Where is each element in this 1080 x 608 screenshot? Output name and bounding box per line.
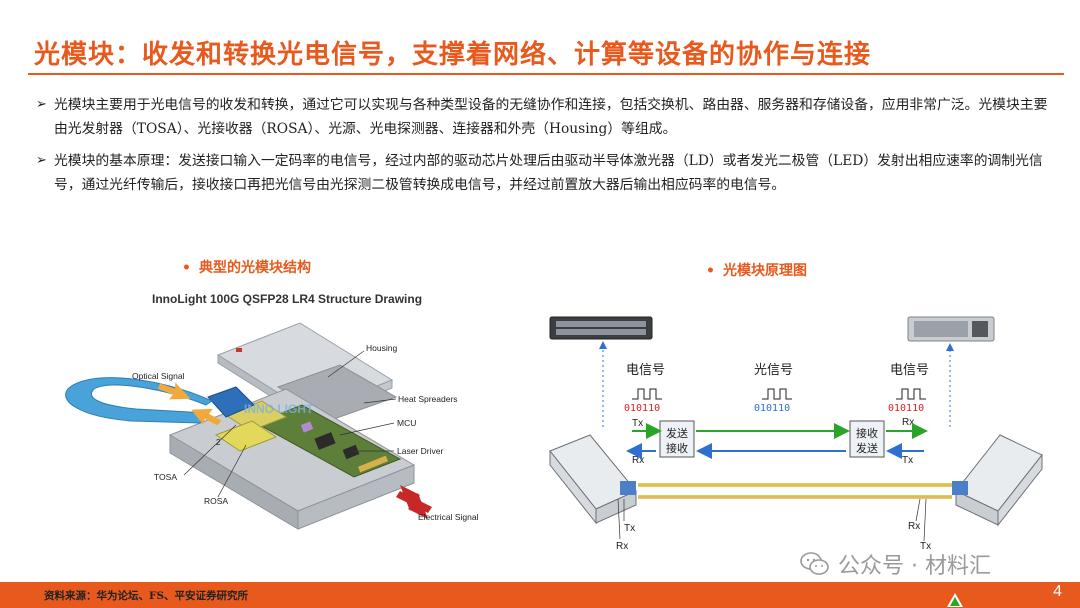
- bullet-arrow-icon: ➢: [36, 97, 47, 112]
- page-title: 光模块：收发和转换光电信号，支撑着网络、计算等设备的协作与连接: [34, 40, 872, 70]
- middle-signal-label: 光信号: [754, 363, 793, 378]
- svg-text:Rx: Rx: [616, 541, 628, 552]
- label-mcu: MCU: [397, 418, 416, 428]
- right-signal-label: 电信号: [890, 363, 929, 378]
- svg-text:发送: 发送: [856, 441, 878, 455]
- page-number: 4: [1053, 583, 1062, 600]
- label-laser-driver: Laser Driver: [397, 446, 443, 456]
- bullet-list: ➢ 光模块主要用于光电信号的收发和转换，通过它可以实现与各种类型设备的无缝协作和…: [36, 93, 1052, 205]
- right-figure-caption: •光模块原理图: [706, 263, 807, 279]
- left-tx-rx-box: [659, 420, 695, 458]
- svg-text:Tx: Tx: [902, 455, 913, 466]
- bullet-item: ➢ 光模块主要用于光电信号的收发和转换，通过它可以实现与各种类型设备的无缝协作和…: [36, 93, 1052, 141]
- svg-text:Rx: Rx: [902, 417, 914, 428]
- module-structure-drawing: InnoLight 100G QSFP28 LR4 Structure Draw…: [65, 292, 479, 530]
- label-optical-signal: Optical Signal: [132, 371, 185, 381]
- wechat-watermark: 公众号 · 材料汇: [800, 548, 991, 580]
- middle-bits: 010110: [754, 403, 790, 414]
- label-housing: Housing: [366, 343, 397, 353]
- svg-text:Rx: Rx: [908, 521, 920, 532]
- source-note: 资料来源：华为论坛、FS、平安证券研究所: [44, 590, 249, 602]
- footer-bar: [0, 582, 1080, 608]
- bullet-text: 光模块的基本原理：发送接口输入一定码率的电信号，经过内部的驱动芯片处理后由驱动半…: [54, 153, 1043, 193]
- left-bits: 010110: [624, 403, 660, 414]
- bullet-arrow-icon: ➢: [36, 153, 47, 168]
- svg-text:Tx: Tx: [920, 541, 931, 552]
- innolight-watermark: INNO LIGHT: [244, 402, 314, 416]
- wechat-icon: [800, 552, 829, 575]
- label-electrical-signal: Electrical Signal: [418, 512, 479, 522]
- svg-text:接收: 接收: [856, 426, 878, 440]
- right-rx-tx-box: [849, 420, 885, 458]
- right-optical-module: [952, 434, 1043, 527]
- svg-text:Rx: Rx: [632, 455, 644, 466]
- label-heat-spreaders: Heat Spreaders: [398, 394, 458, 404]
- bullet-item: ➢ 光模块的基本原理：发送接口输入一定码率的电信号，经过内部的驱动芯片处理后由驱…: [36, 149, 1052, 197]
- pulse-icon: [896, 388, 926, 400]
- pull-tab: [65, 377, 214, 424]
- svg-text:2: 2: [216, 438, 221, 447]
- left-optical-module: [549, 434, 637, 525]
- pulse-icon: [632, 388, 662, 400]
- label-tosa: TOSA: [154, 472, 177, 482]
- left-signal-label: 电信号: [626, 363, 665, 378]
- svg-text:接收: 接收: [666, 441, 688, 455]
- switch-device-icon: [549, 316, 653, 340]
- module-principle-diagram: 电信号 光信号 电信号 010110 010110 010110 发送 接收 接…: [549, 316, 1043, 552]
- left-figure-caption: •典型的光模块结构: [182, 260, 311, 276]
- label-rosa: ROSA: [204, 496, 228, 506]
- watermark-text: 公众号 · 材料汇: [838, 554, 991, 579]
- svg-text:Tx: Tx: [632, 418, 643, 429]
- brand-logo-icon: [947, 593, 963, 607]
- title-divider: [28, 73, 1064, 75]
- drawing-title: InnoLight 100G QSFP28 LR4 Structure Draw…: [152, 292, 422, 306]
- pulse-icon: [762, 388, 792, 400]
- right-bits: 010110: [888, 403, 924, 414]
- svg-text:Tx: Tx: [624, 523, 635, 534]
- server-device-icon: [907, 316, 995, 342]
- svg-text:发送: 发送: [666, 426, 688, 440]
- bullet-text: 光模块主要用于光电信号的收发和转换，通过它可以实现与各种类型设备的无缝协作和连接…: [54, 97, 1048, 137]
